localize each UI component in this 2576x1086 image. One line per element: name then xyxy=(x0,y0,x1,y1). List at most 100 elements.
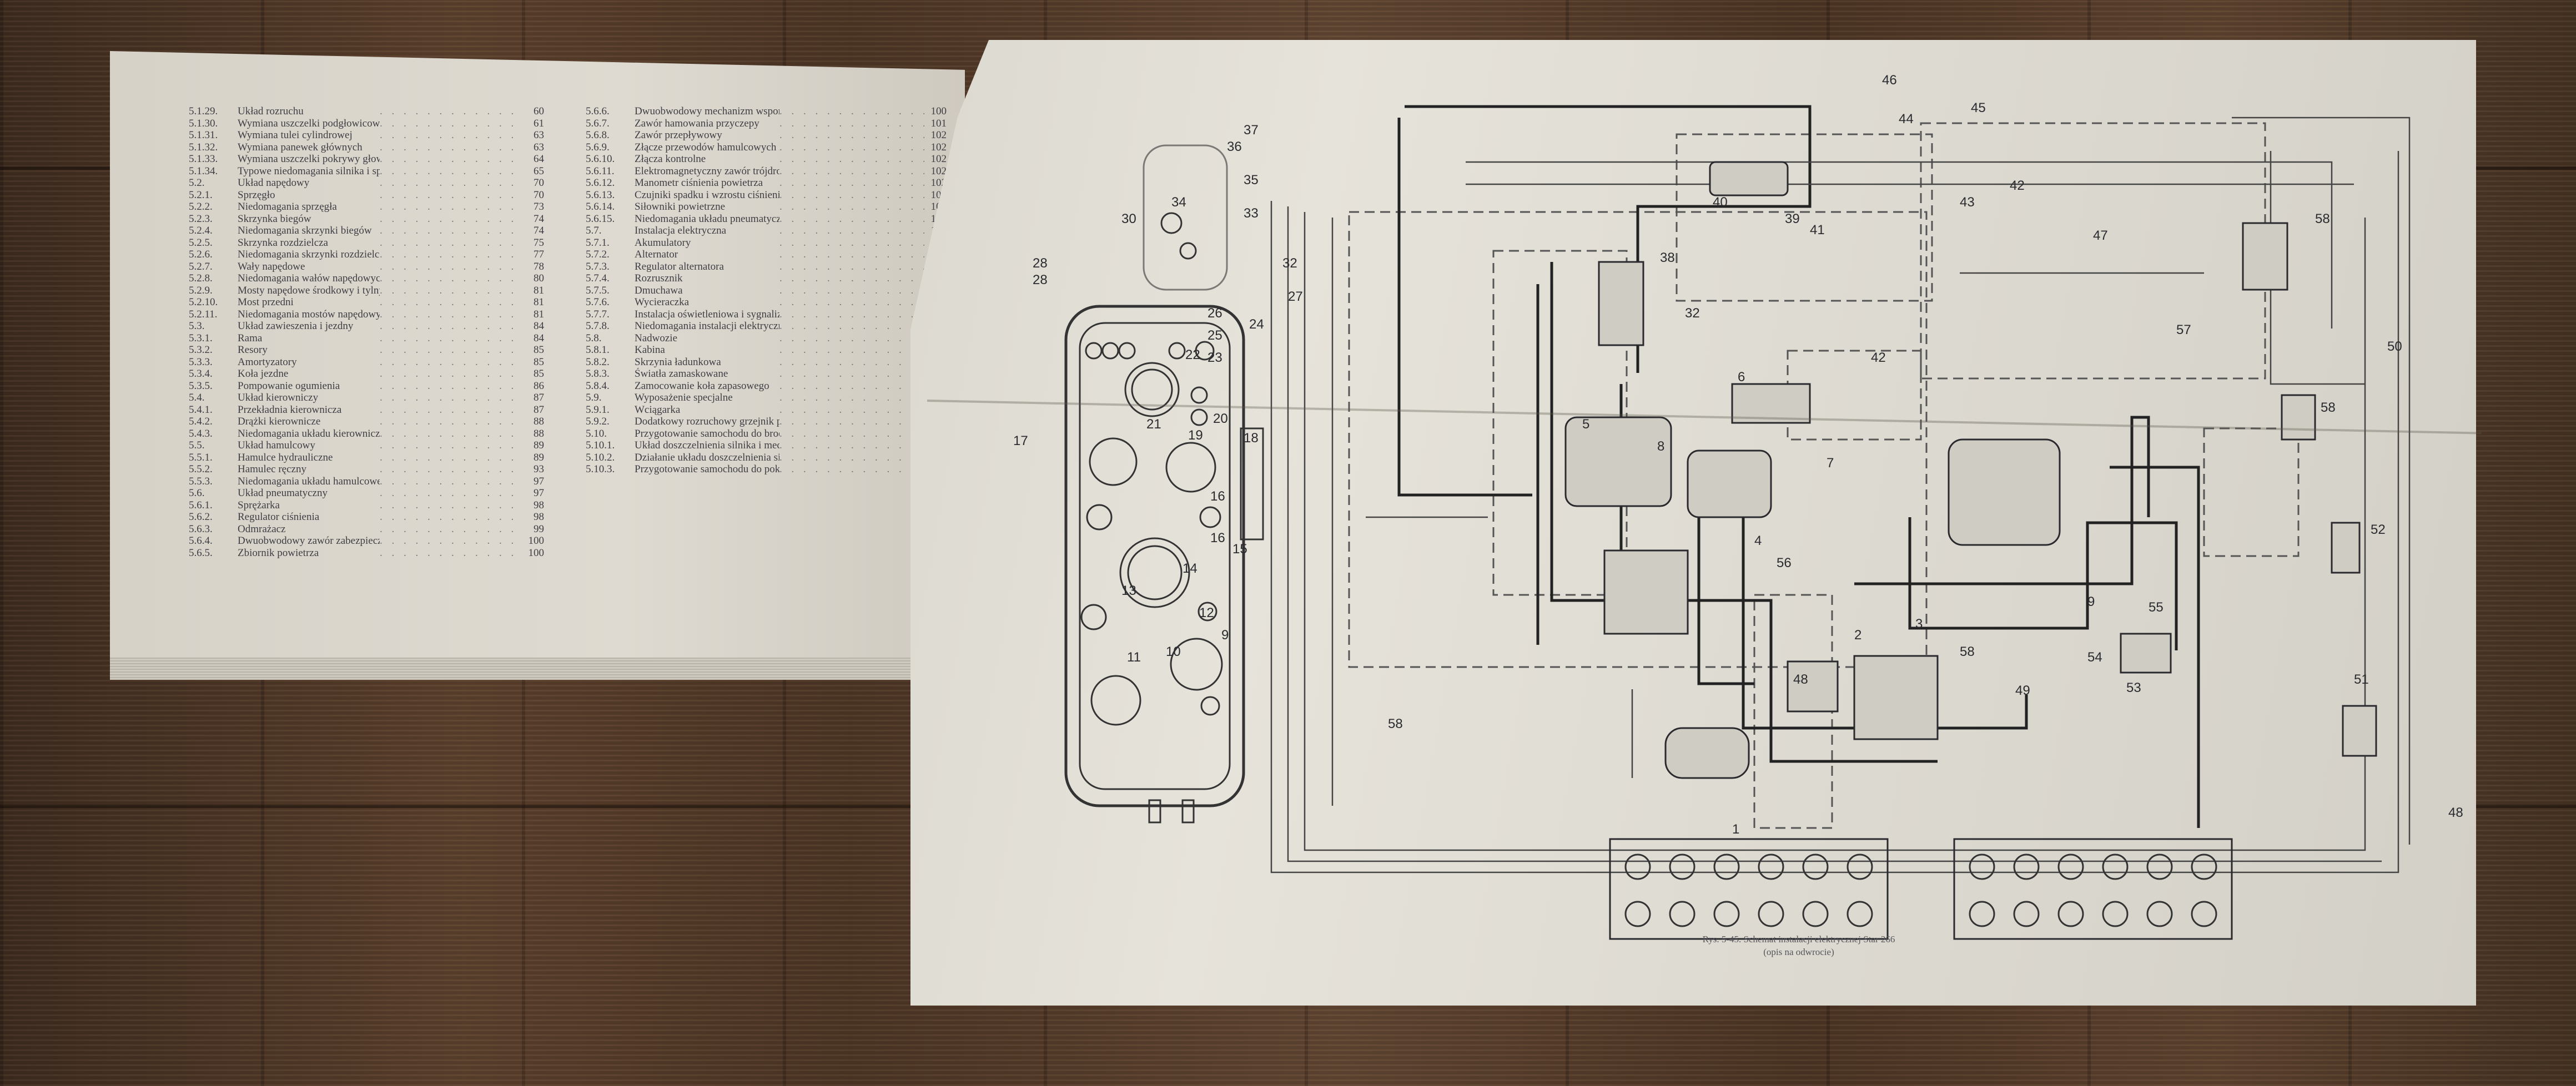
toc-section-title: Wały napędowe xyxy=(238,260,305,272)
toc-section-number: 5.10.1. xyxy=(586,440,615,451)
toc-section-number: 5.3.4. xyxy=(189,368,213,380)
toc-section-title: Hamulec ręczny xyxy=(238,463,306,475)
callout-number: 5 xyxy=(1582,417,1589,432)
toc-leader-dots: . . . . . . . . . . . . . . . . xyxy=(380,189,522,201)
toc-section-number: 5.2.1. xyxy=(189,189,213,201)
toc-entry: 5.3.2.Resory. . . . . . . . . . . . . . … xyxy=(189,344,544,356)
table-of-contents-column-2: 5.6.6.Dwuobwodowy mechanizm wspomagający… xyxy=(586,105,947,476)
toc-page-number: 75 xyxy=(534,236,544,249)
toc-section-title: Układ hamulcowy xyxy=(238,440,315,451)
toc-section-number: 5.5.3. xyxy=(189,475,213,487)
callout-number: 26 xyxy=(1208,306,1222,321)
toc-section-number: 5.7.7. xyxy=(586,308,610,320)
callout-number: 58 xyxy=(2321,400,2336,415)
toc-section-number: 5.2.4. xyxy=(189,225,213,236)
toc-section-title: Niedomagania układu kierowniczego xyxy=(238,427,380,440)
toc-section-title: Układ pneumatyczny xyxy=(238,487,328,499)
callout-number: 9 xyxy=(1221,628,1229,643)
toc-leader-dots: . . . . . . . . . . . . . . . . xyxy=(380,440,522,451)
toc-leader-dots: . . . . . . . . . . . . . . . . xyxy=(779,403,924,416)
toc-section-number: 5.10.3. xyxy=(586,463,615,475)
toc-page-number: 81 xyxy=(534,296,544,308)
toc-section-title: Skrzynia ładunkowa xyxy=(635,356,721,368)
toc-entry: 5.2.1. Sprzęgło . . . . . . . . . . . . . … xyxy=(189,189,544,201)
toc-leader-dots: . . . . . . . . . . . . . . . . xyxy=(380,487,522,499)
toc-section-title: Alternator xyxy=(635,249,678,260)
toc-entry: 5.8.3.Światła zamaskowane. . . . . . . .… xyxy=(586,368,947,380)
toc-page-number: 101 xyxy=(930,117,947,129)
toc-page-number: 102 xyxy=(930,129,947,141)
toc-page-number: 99 xyxy=(534,523,544,535)
toc-section-number: 5.7.8. xyxy=(586,320,610,332)
callout-number: 48 xyxy=(2448,805,2463,820)
toc-entry: 5.6.2.Regulator ciśnienia. . . . . . . .… xyxy=(189,511,544,523)
toc-section-number: 5.6.8. xyxy=(586,129,610,141)
toc-section-title: Wyposażenie specjalne xyxy=(635,392,733,403)
toc-section-number: 5.2.2. xyxy=(189,201,213,213)
toc-section-number: 5.3. xyxy=(189,320,205,332)
toc-section-title: Sprzęgło xyxy=(238,189,275,201)
toc-page-number: 85 xyxy=(534,368,544,380)
toc-section-title: Zawór hamowania przyczepy xyxy=(635,117,759,129)
callout-number: 17 xyxy=(1013,433,1028,448)
callout-number: 16 xyxy=(1210,531,1225,545)
toc-leader-dots: . . . . . . . . . . . . . . . . xyxy=(380,296,522,308)
toc-entry: 5.6.10.Złącza kontrolne. . . . . . . . .… xyxy=(586,153,947,165)
callout-number: 4 xyxy=(1754,533,1762,548)
toc-entry: 5.2.3.Skrzynka biegów. . . . . . . . . .… xyxy=(189,213,544,225)
callout-number: 58 xyxy=(2315,211,2330,226)
toc-section-number: 5.1.31. xyxy=(189,129,218,141)
callout-number: 37 xyxy=(1244,123,1259,138)
toc-entry: 5.7.7.Instalacja oświetleniowa i sygnali… xyxy=(586,309,947,321)
toc-entry: 5.2.5.Skrzynka rozdzielcza. . . . . . . … xyxy=(189,237,544,249)
callout-number: 12 xyxy=(1199,605,1214,620)
toc-entry: 5.6.15.Niedomagania układu pneumatyczneg… xyxy=(586,213,947,225)
toc-leader-dots: . . . . . . . . . . . . . . . . xyxy=(779,260,924,272)
toc-entry: 5.2.11.Niedomagania mostów napędowych. .… xyxy=(189,309,544,321)
toc-section-number: 5.7.5. xyxy=(586,284,610,296)
toc-entry: 5.4.3.Niedomagania układu kierowniczego.… xyxy=(189,428,544,440)
toc-section-number: 5.1.32. xyxy=(189,141,218,153)
toc-page-number: 74 xyxy=(534,213,544,225)
callout-number: 32 xyxy=(1282,256,1297,271)
toc-section-number: 5.2.10. xyxy=(189,296,218,308)
toc-section-title: Resory xyxy=(238,344,268,356)
callout-number: 21 xyxy=(1146,417,1161,432)
toc-entry: 5.9.1.Wciągarka. . . . . . . . . . . . .… xyxy=(586,404,947,416)
toc-page-number: 89 xyxy=(534,451,544,463)
toc-section-number: 5.2.6. xyxy=(189,249,213,260)
toc-section-number: 5.1.34. xyxy=(189,165,218,177)
toc-section-title: Zbiornik powietrza xyxy=(238,547,319,559)
toc-section-number: 5.7. xyxy=(586,225,602,236)
toc-entry: 5.6.6.Dwuobwodowy mechanizm wspomagający… xyxy=(586,105,947,118)
toc-section-title: Niedomagania mostów napędowych xyxy=(238,308,380,320)
callout-number: 32 xyxy=(1685,306,1700,321)
toc-leader-dots: . . . . . . . . . . . . . . . . xyxy=(380,105,522,117)
toc-page-number: 102 xyxy=(930,141,947,153)
callout-number: 44 xyxy=(1899,112,1914,127)
toc-section-number: 5.6.3. xyxy=(189,523,213,535)
toc-entry: 5.2.2.Niedomagania sprzęgła. . . . . . .… xyxy=(189,201,544,213)
callout-number: 10 xyxy=(1166,644,1181,659)
toc-section-number: 5.7.6. xyxy=(586,296,610,308)
toc-entry: 5.1.33.Wymiana uszczelki pokrywy głowicy… xyxy=(189,153,544,165)
toc-leader-dots: . . . . . . . . . . . . . . . . xyxy=(380,284,522,296)
toc-section-number: 5.8.3. xyxy=(586,368,610,380)
toc-section-number: 5.2.5. xyxy=(189,236,213,249)
toc-page-number: 81 xyxy=(534,308,544,320)
toc-leader-dots: . . . . . . . . . . . . . . . . xyxy=(779,272,924,284)
toc-entry: 5.6.14.Siłowniki powietrzne. . . . . . .… xyxy=(586,201,947,213)
toc-section-title: Układ rozruchu xyxy=(238,105,304,117)
callout-number: 57 xyxy=(2176,322,2191,337)
callout-number: 33 xyxy=(1244,206,1259,221)
toc-page-number: 84 xyxy=(534,320,544,332)
callout-number: 34 xyxy=(1171,195,1186,210)
caption-note: (opis na odwrocie) xyxy=(1763,947,1834,957)
toc-section-number: 5.6.15. xyxy=(586,213,615,225)
toc-leader-dots: . . . . . . . . . . . . . . . . xyxy=(779,141,924,153)
toc-section-number: 5.6.11. xyxy=(586,165,615,177)
table-of-contents-column-1: 5.1.29.Układ rozruchu. . . . . . . . . .… xyxy=(189,105,544,559)
